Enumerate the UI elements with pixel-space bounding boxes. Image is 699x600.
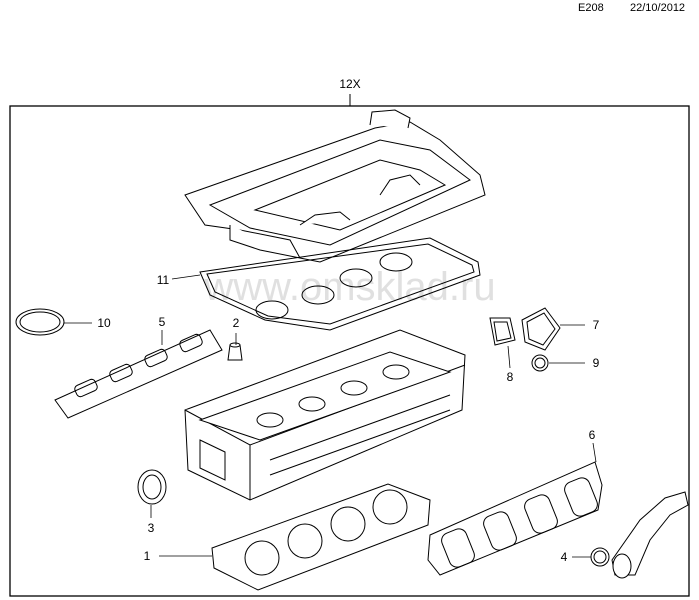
crankshaft-seal [137, 469, 167, 505]
leader-lines [64, 274, 597, 558]
callout-7: 7 [593, 318, 600, 332]
seal-ring-10 [15, 308, 65, 336]
callout-8: 8 [507, 370, 514, 384]
callout-11: 11 [157, 273, 170, 287]
gasket-7 [521, 307, 561, 351]
gasket-8 [489, 317, 516, 346]
head-gasket [211, 483, 431, 591]
diagram-code: E208 [578, 2, 604, 14]
callout-9: 9 [593, 356, 600, 370]
callout-1: 1 [144, 549, 151, 563]
valve-stem-seal [227, 342, 243, 361]
callout-2: 2 [233, 316, 240, 330]
cylinder-head [184, 329, 466, 501]
callout-5: 5 [159, 315, 166, 329]
assembly-label: 12X [339, 77, 360, 91]
o-ring-9 [531, 354, 549, 372]
cam-cover-gasket [199, 237, 481, 331]
exhaust-manifold-gasket [427, 461, 603, 576]
cam-cover [184, 109, 486, 263]
callout-4: 4 [561, 550, 568, 564]
assembly-frame [9, 105, 690, 597]
diagram-date: 22/10/2012 [630, 2, 686, 14]
callout-6: 6 [589, 428, 596, 442]
o-ring-4 [590, 547, 610, 567]
watermark: www.omsklad.ru [203, 265, 495, 309]
intake-manifold-gasket [54, 329, 223, 419]
callout-10: 10 [97, 316, 111, 330]
callout-3: 3 [148, 521, 155, 535]
coolant-pipe [611, 491, 689, 579]
